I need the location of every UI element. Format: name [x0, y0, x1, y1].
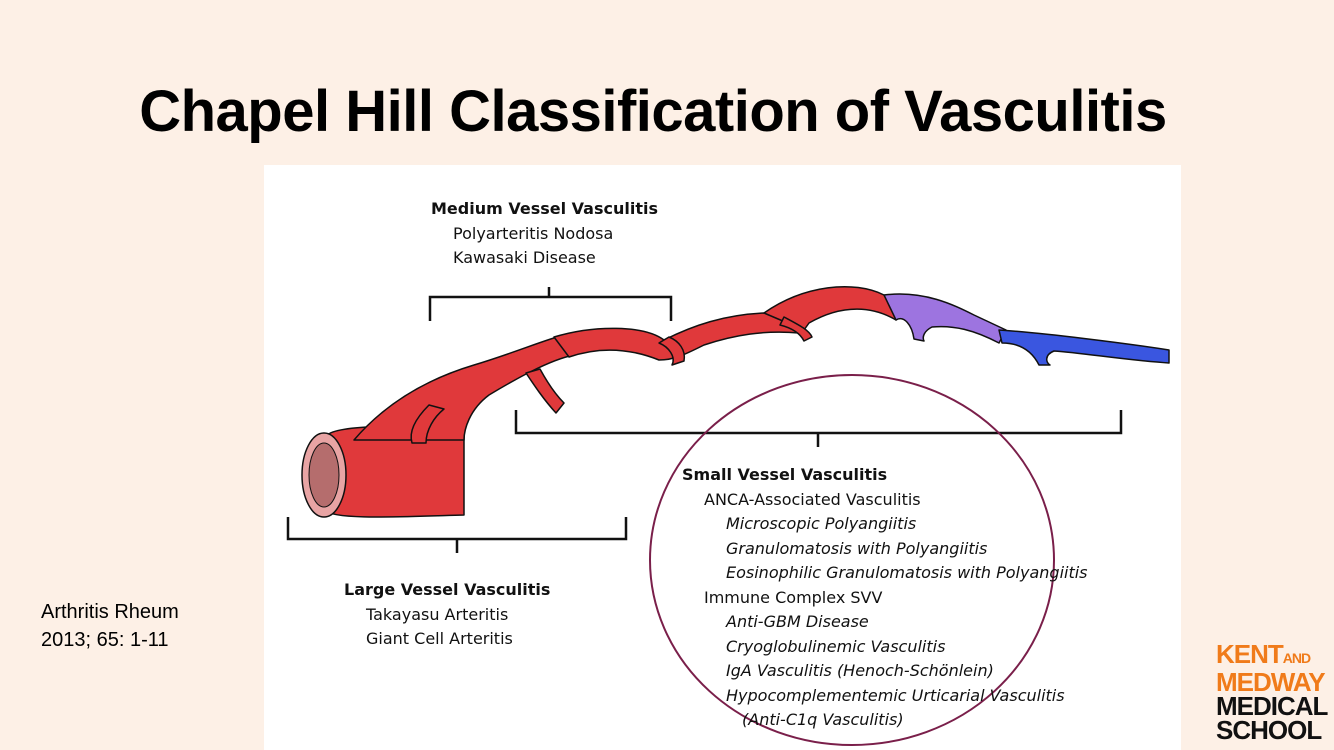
- immune-subitem: (Anti-C1q Vasculitis): [682, 708, 1088, 733]
- medium-vessel-item: Polyarteritis Nodosa: [431, 222, 658, 247]
- capillary-purple: [884, 294, 1006, 343]
- logo-line-1: KENTAND: [1216, 642, 1331, 670]
- anca-heading: ANCA-Associated Vasculitis: [682, 488, 1088, 513]
- logo-line-4: SCHOOL: [1216, 718, 1331, 742]
- anca-item: Eosinophilic Granulomatosis with Polyang…: [682, 561, 1088, 586]
- immune-complex-heading: Immune Complex SVV: [682, 586, 1088, 611]
- medium-vessel-item: Kawasaki Disease: [431, 246, 658, 271]
- logo-word-and: AND: [1283, 650, 1310, 666]
- large-vessel-item: Giant Cell Arteritis: [344, 627, 550, 652]
- immune-item: Hypocomplementemic Urticarial Vasculitis: [682, 684, 1088, 709]
- large-vessel-heading: Large Vessel Vasculitis: [344, 578, 550, 603]
- kent-medway-logo: KENTAND MEDWAY MEDICAL SCHOOL: [1216, 642, 1331, 748]
- anca-item: Microscopic Polyangiitis: [682, 512, 1088, 537]
- logo-word-kent: KENT: [1216, 639, 1283, 669]
- slide-title: Chapel Hill Classification of Vasculitis: [0, 78, 1306, 145]
- medium-vessel-bracket: [430, 287, 671, 321]
- small-vessel-bracket: [516, 410, 1121, 447]
- vein-blue: [999, 330, 1169, 365]
- medium-vessel-group: Medium Vessel Vasculitis Polyarteritis N…: [431, 197, 658, 271]
- diagram-panel: Medium Vessel Vasculitis Polyarteritis N…: [264, 165, 1181, 750]
- medium-vessel-heading: Medium Vessel Vasculitis: [431, 197, 658, 222]
- citation-line: Arthritis Rheum: [41, 598, 179, 626]
- citation: Arthritis Rheum 2013; 65: 1-11: [41, 598, 179, 654]
- branch-2: [526, 369, 564, 413]
- citation-line: 2013; 65: 1-11: [41, 626, 179, 654]
- artery-lumen-inner: [309, 443, 339, 507]
- immune-item: IgA Vasculitis (Henoch-Schönlein): [682, 659, 1088, 684]
- venule-segment: [884, 294, 1169, 365]
- large-vessel-item: Takayasu Arteritis: [344, 603, 550, 628]
- small-vessel-group: Small Vessel Vasculitis ANCA-Associated …: [682, 463, 1088, 733]
- immune-item: Anti-GBM Disease: [682, 610, 1088, 635]
- immune-item: Cryoglobulinemic Vasculitis: [682, 635, 1088, 660]
- large-vessel-bracket: [288, 517, 626, 553]
- anca-item: Granulomatosis with Polyangiitis: [682, 537, 1088, 562]
- small-vessel-heading: Small Vessel Vasculitis: [682, 463, 1088, 488]
- large-vessel-group: Large Vessel Vasculitis Takayasu Arterit…: [344, 578, 550, 652]
